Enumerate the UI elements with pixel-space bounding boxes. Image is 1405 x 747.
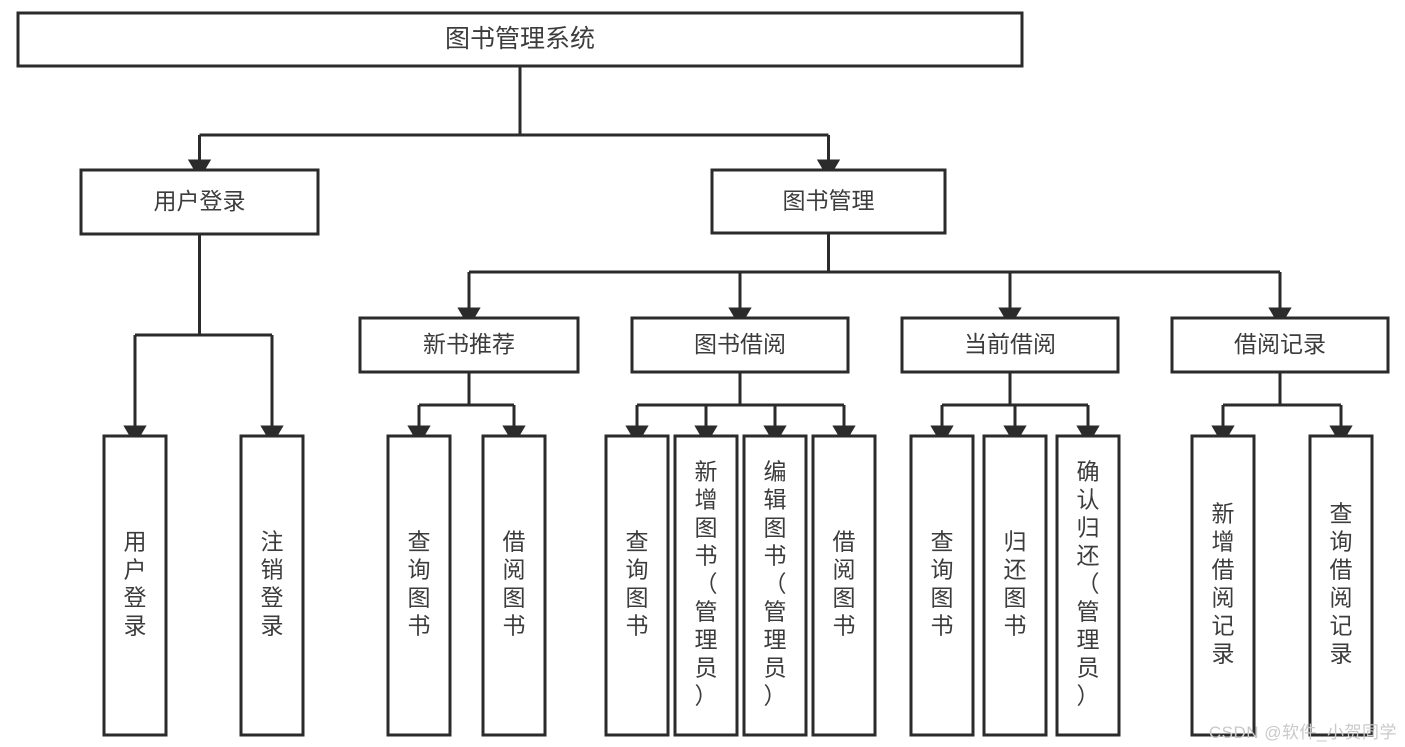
node-box-current-borrow bbox=[900, 316, 1120, 374]
node-box-root bbox=[16, 11, 1024, 68]
node-add-book-admin[interactable]: 新增图书（管理员） bbox=[673, 434, 739, 737]
node-box-return-book bbox=[982, 434, 1048, 737]
node-label-user-logout: 注销登录 bbox=[261, 529, 284, 639]
node-box-user-login-do bbox=[102, 434, 168, 737]
node-new-book-recommend[interactable]: 新书推荐 bbox=[358, 316, 580, 374]
node-return-book[interactable]: 归还图书 bbox=[982, 434, 1048, 737]
node-label-add-borrow-record: 新增借阅记录 bbox=[1212, 501, 1235, 667]
node-label-add-book-admin: 新增图书（管理员） bbox=[695, 459, 718, 709]
node-box-new-book-recommend bbox=[358, 316, 580, 374]
node-box-book-manage bbox=[710, 168, 947, 235]
node-box-query-borrow-record bbox=[1308, 434, 1374, 737]
node-label-current-borrow: 当前借阅 bbox=[964, 331, 1056, 357]
node-borrow-book-1[interactable]: 借阅图书 bbox=[481, 434, 547, 737]
node-label-edit-book-admin: 编辑图书（管理员） bbox=[764, 459, 787, 709]
connector-layer bbox=[123, 66, 1353, 446]
node-query-book-2[interactable]: 查询图书 bbox=[604, 434, 670, 737]
node-current-borrow[interactable]: 当前借阅 bbox=[900, 316, 1120, 374]
node-user-login-do[interactable]: 用户登录 bbox=[102, 434, 168, 737]
node-user-logout[interactable]: 注销登录 bbox=[239, 434, 305, 737]
node-book-manage[interactable]: 图书管理 bbox=[710, 168, 947, 235]
node-box-add-book-admin bbox=[673, 434, 739, 737]
node-label-borrow-book-1: 借阅图书 bbox=[503, 529, 526, 639]
node-label-query-book-3: 查询图书 bbox=[931, 529, 954, 639]
node-label-query-book-1: 查询图书 bbox=[408, 529, 431, 639]
csdn-watermark: CSDN @软件_小贺同学 bbox=[1208, 723, 1397, 742]
node-query-book-1[interactable]: 查询图书 bbox=[386, 434, 452, 737]
node-box-add-borrow-record bbox=[1190, 434, 1256, 737]
node-label-query-borrow-record: 查询借阅记录 bbox=[1330, 501, 1353, 667]
node-add-borrow-record[interactable]: 新增借阅记录 bbox=[1190, 434, 1256, 737]
node-box-query-book-1 bbox=[386, 434, 452, 737]
node-label-borrow-book-2: 借阅图书 bbox=[833, 529, 856, 639]
node-label-confirm-return-admin: 确认归还（管理员） bbox=[1077, 459, 1100, 709]
node-box-query-book-3 bbox=[909, 434, 975, 737]
node-layer: 图书管理系统用户登录图书管理用户登录注销登录新书推荐查询图书借阅图书图书借阅查询… bbox=[16, 11, 1390, 737]
node-confirm-return-admin[interactable]: 确认归还（管理员） bbox=[1055, 434, 1121, 737]
node-root[interactable]: 图书管理系统 bbox=[16, 11, 1024, 68]
node-box-borrow-record bbox=[1170, 316, 1390, 374]
node-label-book-manage: 图书管理 bbox=[783, 188, 875, 214]
node-label-book-borrow: 图书借阅 bbox=[694, 331, 786, 357]
node-label-root: 图书管理系统 bbox=[445, 25, 595, 53]
node-borrow-record[interactable]: 借阅记录 bbox=[1170, 316, 1390, 374]
node-box-confirm-return-admin bbox=[1055, 434, 1121, 737]
node-label-new-book-recommend: 新书推荐 bbox=[423, 331, 515, 357]
node-box-borrow-book-2 bbox=[811, 434, 877, 737]
node-query-borrow-record[interactable]: 查询借阅记录 bbox=[1308, 434, 1374, 737]
node-book-borrow[interactable]: 图书借阅 bbox=[630, 316, 850, 374]
node-box-query-book-2 bbox=[604, 434, 670, 737]
node-query-book-3[interactable]: 查询图书 bbox=[909, 434, 975, 737]
node-box-user-login bbox=[79, 168, 320, 236]
node-label-return-book: 归还图书 bbox=[1004, 529, 1027, 639]
node-box-edit-book-admin bbox=[742, 434, 808, 737]
node-box-user-logout bbox=[239, 434, 305, 737]
node-label-borrow-record: 借阅记录 bbox=[1234, 331, 1326, 357]
node-box-book-borrow bbox=[630, 316, 850, 374]
node-box-borrow-book-1 bbox=[481, 434, 547, 737]
node-label-user-login: 用户登录 bbox=[154, 188, 246, 214]
node-label-query-book-2: 查询图书 bbox=[626, 529, 649, 639]
node-borrow-book-2[interactable]: 借阅图书 bbox=[811, 434, 877, 737]
node-edit-book-admin[interactable]: 编辑图书（管理员） bbox=[742, 434, 808, 737]
node-label-user-login-do: 用户登录 bbox=[124, 529, 147, 639]
node-user-login[interactable]: 用户登录 bbox=[79, 168, 320, 236]
